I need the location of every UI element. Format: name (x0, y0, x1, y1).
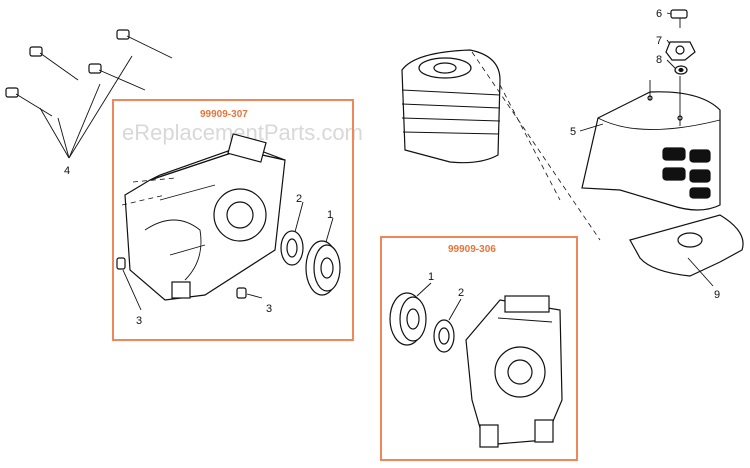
callout-washer: 8 (656, 54, 662, 66)
crankcase-half-right (465, 295, 563, 448)
crankcase-dashed-guides (121, 177, 176, 206)
crankcase-half-left (124, 133, 286, 301)
callout-bearing-right: 1 (428, 271, 434, 283)
oil-seal-left (280, 230, 304, 266)
callout-seal-right: 2 (458, 287, 464, 299)
callout-screw: 6 (656, 8, 662, 20)
callout-bearing-left: 1 (327, 209, 333, 221)
bolt (5, 87, 53, 117)
crankcase-bolts (5, 29, 173, 117)
cylinder-shroud (581, 91, 721, 211)
kit-label-99909-306: 99909-306 (448, 244, 496, 255)
bolt (88, 63, 146, 91)
dowel-pin-left-b (236, 287, 247, 299)
callout-pin-left-a: 3 (136, 315, 142, 327)
base-plate (629, 214, 744, 277)
callout-shroud: 5 (570, 126, 576, 138)
kit-frame-99909-307 (112, 99, 354, 341)
bearing-right (389, 292, 427, 346)
nut (665, 41, 696, 61)
bolt-leader-lines (39, 55, 133, 159)
callout-bolts: 4 (64, 165, 70, 177)
callout-pin-left-b: 3 (266, 303, 272, 315)
bolt (29, 46, 79, 81)
callout-seal-left: 2 (296, 193, 302, 205)
kit-frame-99909-306 (380, 236, 578, 461)
oil-seal-right (433, 319, 455, 353)
kit-label-99909-307: 99909-307 (200, 109, 248, 120)
screw (670, 9, 688, 28)
callout-nut: 7 (656, 35, 662, 47)
bearing-left (305, 240, 341, 296)
dowel-pin-left-a (116, 257, 126, 270)
callout-plate: 9 (714, 289, 720, 301)
engine-cylinder (401, 49, 501, 164)
washer (674, 65, 688, 75)
bolt (116, 29, 173, 59)
